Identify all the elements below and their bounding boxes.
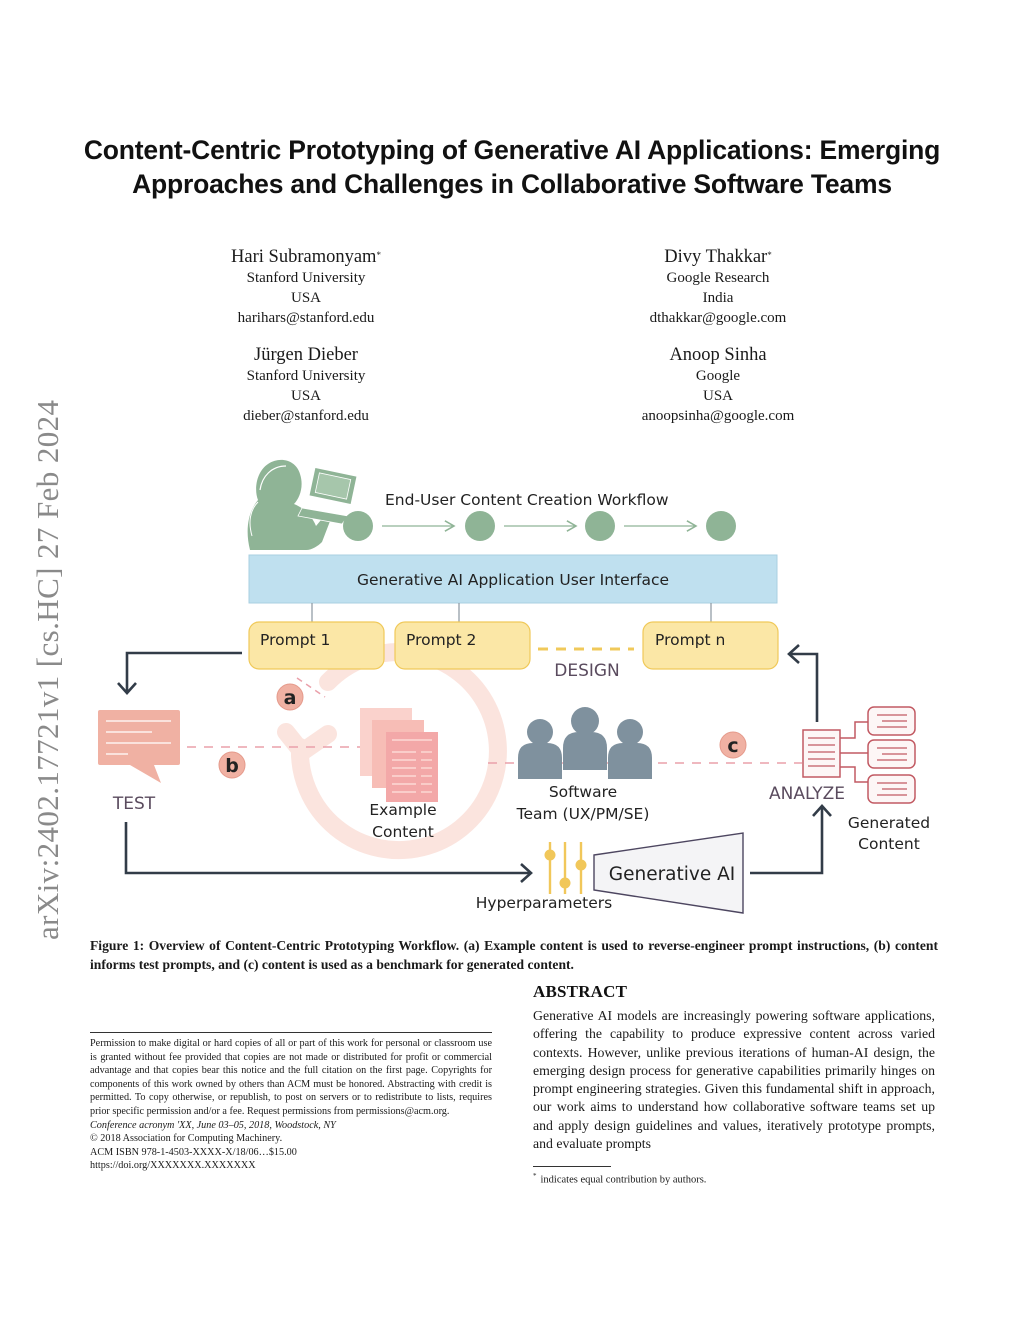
design-label: DESIGN (554, 661, 620, 681)
author-email[interactable]: dieber@stanford.edu (243, 408, 369, 424)
author-email[interactable]: dthakkar@google.com (649, 310, 787, 326)
team-label-line2: Team (UX/PM/SE) (516, 805, 650, 823)
equal-contribution-mark: * (767, 250, 772, 260)
svg-text:c: c (727, 735, 738, 757)
conference-info: Conference acronym 'XX, June 03–05, 2018… (90, 1119, 336, 1131)
test-speech-bubble-icon (98, 710, 180, 783)
author-affiliation: Stanford University (246, 270, 366, 286)
author-affiliation: Google Research (666, 270, 770, 286)
link-a-dashed (296, 677, 326, 698)
marker-a: a (276, 683, 304, 711)
permission-text: Permission to make digital or hard copie… (90, 1038, 492, 1117)
ui-bar-label: Generative AI Application User Interface (357, 571, 669, 589)
author-name: Divy Thakkar (664, 247, 768, 267)
svg-text:a: a (284, 687, 297, 709)
author-block: Anoop Sinha Google USA anoopsinha@google… (568, 344, 868, 426)
author-name: Anoop Sinha (669, 345, 767, 365)
prompt-1-label: Prompt 1 (260, 631, 330, 649)
author-email[interactable]: harihars@stanford.edu (237, 310, 375, 326)
example-content-documents-icon (360, 708, 438, 802)
author-country: USA (290, 290, 321, 306)
generative-ai-model: Generative AI (593, 832, 744, 914)
author-country: USA (702, 388, 733, 404)
workflow-label: End-User Content Creation Workflow (385, 491, 669, 509)
team-label-line1: Software (549, 783, 617, 801)
example-content-label-line2: Content (372, 823, 434, 841)
footnote-text: indicates equal contribution by authors. (540, 1174, 707, 1186)
generated-content-tree-icon (802, 706, 916, 804)
abstract-heading: ABSTRACT (533, 982, 628, 1001)
workflow-step-dot (343, 511, 373, 541)
author-name: Jürgen Dieber (254, 345, 358, 365)
end-user-laptop-illustration-icon (247, 459, 357, 550)
author-email[interactable]: anoopsinha@google.com (641, 408, 795, 424)
workflow-step-dot (706, 511, 736, 541)
abstract-body: Generative AI models are increasingly po… (533, 1008, 935, 1152)
hyperparameters-label: Hyperparameters (476, 894, 612, 912)
marker-b: b (218, 751, 246, 779)
workflow-step-dot (585, 511, 615, 541)
to-analyze-arrow (750, 807, 824, 875)
author-block: Jürgen Dieber Stanford University USA di… (156, 344, 456, 426)
author-block: Divy Thakkar* Google Research India dtha… (568, 246, 868, 328)
generated-content-label-line1: Generated (848, 814, 930, 832)
marker-c: c (719, 731, 747, 759)
software-team-icon (518, 707, 652, 779)
prompt-1-card[interactable]: Prompt 1 (248, 621, 385, 670)
example-content-label-line1: Example (369, 801, 436, 819)
workflow-steps (343, 511, 736, 541)
permission-block: Permission to make digital or hard copie… (90, 1037, 492, 1173)
author-country: India (702, 290, 734, 306)
equal-contribution-mark: * (376, 250, 381, 260)
figure-caption: Figure 1: Overview of Content-Centric Pr… (90, 938, 938, 972)
to-generation-arrow (124, 822, 530, 875)
paper-title: Content-Centric Prototyping of Generativ… (83, 135, 941, 199)
workflow-step-dot (465, 511, 495, 541)
generated-content-label-line2: Content (858, 835, 920, 853)
author-country: USA (290, 388, 321, 404)
footnote-mark: * (533, 1172, 537, 1180)
prompt-2-card[interactable]: Prompt 2 (394, 621, 531, 670)
doi-link[interactable]: https://doi.org/XXXXXXX.XXXXXXX (90, 1160, 256, 1172)
prompt-n-label: Prompt n (655, 631, 725, 649)
analyze-label: ANALYZE (769, 784, 845, 804)
svg-text:b: b (225, 755, 239, 777)
arxiv-stamp: arXiv:2402.17721v1 [cs.HC] 27 Feb 2024 (30, 399, 65, 940)
generative-ai-label: Generative AI (609, 864, 735, 885)
author-affiliation: Stanford University (246, 368, 366, 384)
author-name: Hari Subramonyam (231, 247, 377, 267)
isbn-line: ACM ISBN 978-1-4503-XXXX-X/18/06…$15.00 (90, 1146, 297, 1158)
test-label: TEST (112, 794, 156, 814)
permission-divider (90, 1032, 492, 1033)
ui-bar (248, 554, 778, 604)
to-test-arrow (125, 651, 242, 692)
author-block: Hari Subramonyam* Stanford University US… (156, 246, 456, 328)
to-design-arrow (790, 652, 819, 722)
footnote: *indicates equal contribution by authors… (533, 1172, 706, 1186)
figure-1: End-User Content Creation Workflow Gener… (90, 450, 950, 920)
prompt-2-label: Prompt 2 (406, 631, 476, 649)
prompt-n-card[interactable]: Prompt n (642, 621, 779, 670)
copyright-line: © 2018 Association for Computing Machine… (90, 1133, 283, 1145)
author-affiliation: Google (695, 368, 741, 384)
hyperparameters-sliders-icon[interactable] (544, 842, 587, 894)
footnote-divider (533, 1166, 611, 1167)
